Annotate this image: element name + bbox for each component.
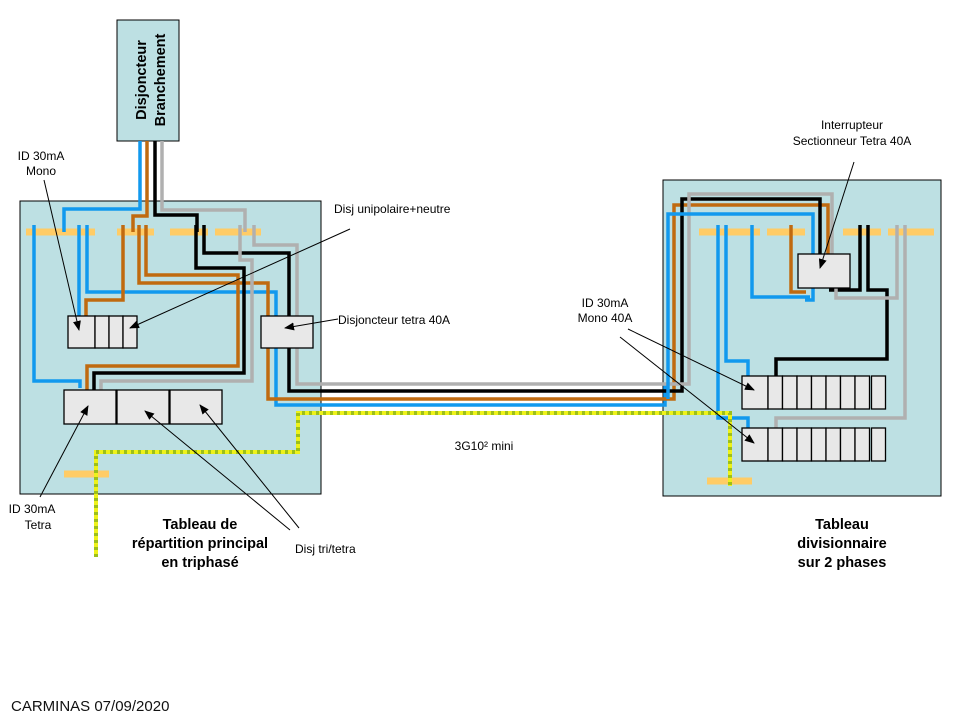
label-id-tetra-2: Tetra	[25, 518, 52, 532]
label-id-tetra-1: ID 30mA	[9, 502, 56, 516]
breaker-module	[796, 427, 813, 462]
sub-wire-neutral-row1	[724, 225, 750, 376]
main-breaker-label-2: Branchement	[153, 34, 169, 127]
earth-cable	[94, 411, 732, 557]
wire-l3-to-tetra	[252, 192, 834, 386]
breaker-module	[767, 375, 784, 410]
label-disj-tri-tetra: Disj tri/tetra	[295, 542, 356, 556]
leader-id-mono40-row2	[619, 336, 755, 444]
breaker-module	[781, 375, 798, 410]
wire-l3-in	[160, 141, 247, 232]
main-breaker-label-1: Disjoncteur	[134, 40, 150, 120]
interrupteur-sectionneur-module	[797, 253, 851, 289]
sub-module-row-1	[741, 375, 887, 410]
leader-disj-unipolaire	[129, 228, 351, 329]
main-panel-title-3: en triphasé	[161, 555, 238, 571]
label-cable: 3G10² mini	[455, 439, 514, 453]
breaker-module	[839, 427, 856, 462]
label-disj-tetra: Disjoncteur tetra 40A	[338, 313, 450, 327]
label-id-mono40-2: Mono 40A	[578, 311, 633, 325]
leader-disj-tetra	[284, 318, 339, 331]
breaker-module	[854, 375, 871, 410]
sub-wire-l2-bar	[829, 225, 862, 292]
label-interrupteur-2: Sectionneur Tetra 40A	[793, 134, 912, 148]
leader-interrupteur	[818, 161, 855, 269]
breaker-module	[810, 375, 827, 410]
leader-id-mono	[43, 179, 81, 331]
sub-wire-neutral-bar	[750, 225, 810, 299]
main-panel-title-2: répartition principal	[132, 536, 268, 552]
leader-id-mono40-row1	[627, 328, 755, 391]
label-id-mono40-1: ID 30mA	[582, 296, 629, 310]
credit-text: CARMINAS 07/09/2020	[11, 698, 169, 715]
wire-l1-to-id-tetra	[85, 225, 240, 390]
label-id-mono-2: Mono	[26, 164, 56, 178]
wire-l1-in	[131, 141, 149, 232]
wire-l1-to-tetra	[137, 203, 830, 401]
breaker-module	[870, 427, 887, 462]
main-breaker-box	[116, 19, 180, 142]
id-30ma-tetra-module	[63, 389, 117, 425]
id-30ma-mono-40a-module	[741, 375, 769, 410]
sub-panel-title-2: divisionnaire	[797, 536, 886, 552]
disj-tri-tetra-module-1	[116, 389, 170, 425]
sub-panel-title-1: Tableau	[815, 517, 869, 533]
breaker-module	[781, 427, 798, 462]
wire-l2-to-id-tetra	[92, 225, 246, 390]
leader-id-tetra	[39, 405, 89, 498]
wire-l2-to-tetra	[202, 197, 822, 393]
wire-l2-in	[153, 141, 199, 232]
main-panel-title-1: Tableau de	[163, 517, 238, 533]
wire-l1-to-id-mono	[84, 225, 125, 318]
breaker-module	[854, 427, 871, 462]
disj-unipolaire-neutre-module	[122, 315, 138, 349]
breaker-module	[767, 427, 784, 462]
breaker-module	[810, 427, 827, 462]
sub-wire-l1-bar	[789, 225, 806, 294]
sub-panel-wires	[666, 212, 907, 428]
leader-disj-tri-2	[199, 404, 300, 529]
breaker-module	[825, 375, 842, 410]
breaker-module	[870, 375, 887, 410]
breaker-module	[796, 375, 813, 410]
leader-disj-tri-1	[144, 410, 291, 531]
sub-wire-l2-to-row1	[774, 225, 889, 376]
label-interrupteur-1: Interrupteur	[821, 118, 883, 132]
sub-wire-l3-bar	[834, 225, 899, 300]
id-30ma-mono-40a-module	[741, 427, 769, 462]
sub-module-row-2	[741, 427, 887, 462]
label-disj-unipolaire: Disj unipolaire+neutre	[334, 202, 451, 216]
sub-panel-title-3: sur 2 phases	[798, 555, 887, 571]
breaker-module	[839, 375, 856, 410]
leader-lines	[39, 161, 855, 531]
sub-wire-l3-to-row2	[774, 225, 907, 428]
disjoncteur-tetra-40a-module	[260, 315, 314, 349]
id-30ma-mono-module	[67, 315, 124, 349]
wire-l3-to-id-tetra	[99, 225, 254, 390]
sub-wire-neutral-row2	[716, 225, 750, 428]
label-id-mono-1: ID 30mA	[18, 149, 65, 163]
breaker-module	[825, 427, 842, 462]
wire-neutral-in	[62, 141, 142, 232]
disj-tri-tetra-module-2	[169, 389, 223, 425]
wire-neutral-to-id-tetra	[32, 225, 82, 388]
sub-wire-neutral-in	[666, 212, 815, 399]
